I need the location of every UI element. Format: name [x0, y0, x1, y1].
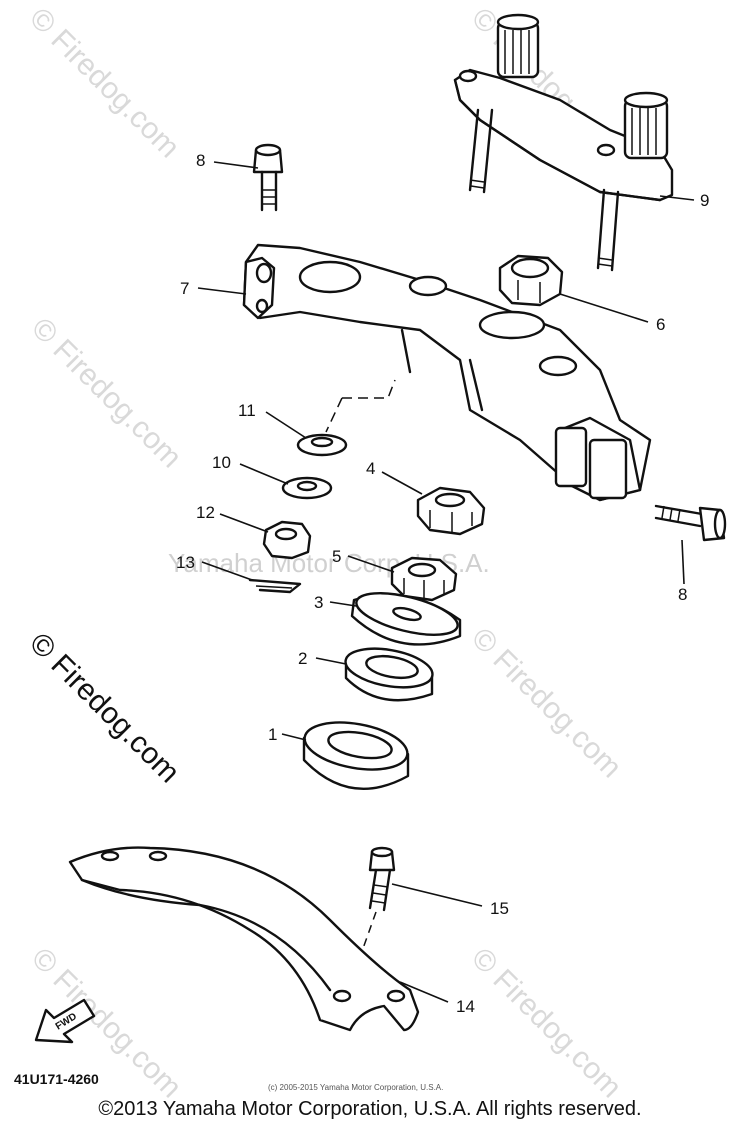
- callout-5: 5: [332, 547, 341, 566]
- callouts: 1 2 3 4 5 6 7 8 8 9 10 11 12 13 14 15: [176, 151, 709, 1016]
- callout-6: 6: [656, 315, 665, 334]
- callout-9: 9: [700, 191, 709, 210]
- part-8-bolt-top: [252, 143, 284, 212]
- fwd-arrow-icon: FWD: [34, 998, 96, 1044]
- part-11-lock-washer: [296, 433, 348, 457]
- watermark-bottom-right: © Firedog.com: [465, 942, 628, 1105]
- center-dashed-line-down: [325, 397, 343, 433]
- callout-7: 7: [180, 279, 189, 298]
- callout-15: 15: [490, 899, 509, 918]
- part-4-castle-nut: [416, 486, 486, 536]
- part-1-bearing: [302, 721, 410, 790]
- drawing-code: 41U171-4260: [14, 1071, 99, 1087]
- watermark-top-left: © Firedog.com: [23, 2, 186, 165]
- part-3-dust-seal: [350, 592, 462, 646]
- leader-lines: [197, 161, 695, 1003]
- part-8-bolt-right: [654, 504, 727, 542]
- callout-10: 10: [212, 453, 231, 472]
- callout-4: 4: [366, 459, 375, 478]
- small-notice: (c) 2005-2015 Yamaha Motor Corporation, …: [268, 1083, 443, 1092]
- watermark-mid-left: © Firedog.com: [25, 312, 188, 475]
- watermark-left-dark: © Firedog.com: [23, 627, 186, 790]
- copyright-notice: ©2013 Yamaha Motor Corporation, U.S.A. A…: [98, 1098, 642, 1120]
- callout-13: 13: [176, 553, 195, 572]
- callout-11: 11: [238, 401, 256, 420]
- callout-2: 2: [298, 649, 307, 668]
- part-6-nut: [498, 254, 564, 307]
- part-14-cover: [68, 846, 420, 1032]
- part-15-bolt: [349, 846, 396, 986]
- callout-12: 12: [196, 503, 215, 522]
- callout-3: 3: [314, 593, 323, 612]
- callout-14: 14: [456, 997, 475, 1016]
- center-dashed-line: [342, 379, 396, 399]
- watermark-mid-right: © Firedog.com: [465, 622, 628, 785]
- callout-1: 1: [268, 725, 277, 744]
- callout-8-top: 8: [196, 151, 205, 170]
- part-7-lower-bracket: [242, 243, 652, 502]
- part-13-cotter-pin: [248, 578, 302, 594]
- part-9-upper-bracket: [453, 13, 674, 272]
- part-12-nut: [262, 520, 312, 560]
- callout-8-right: 8: [678, 585, 687, 604]
- part-2-bearing: [344, 647, 434, 702]
- part-10-washer: [281, 476, 333, 500]
- part-5-castle-nut: [390, 556, 458, 602]
